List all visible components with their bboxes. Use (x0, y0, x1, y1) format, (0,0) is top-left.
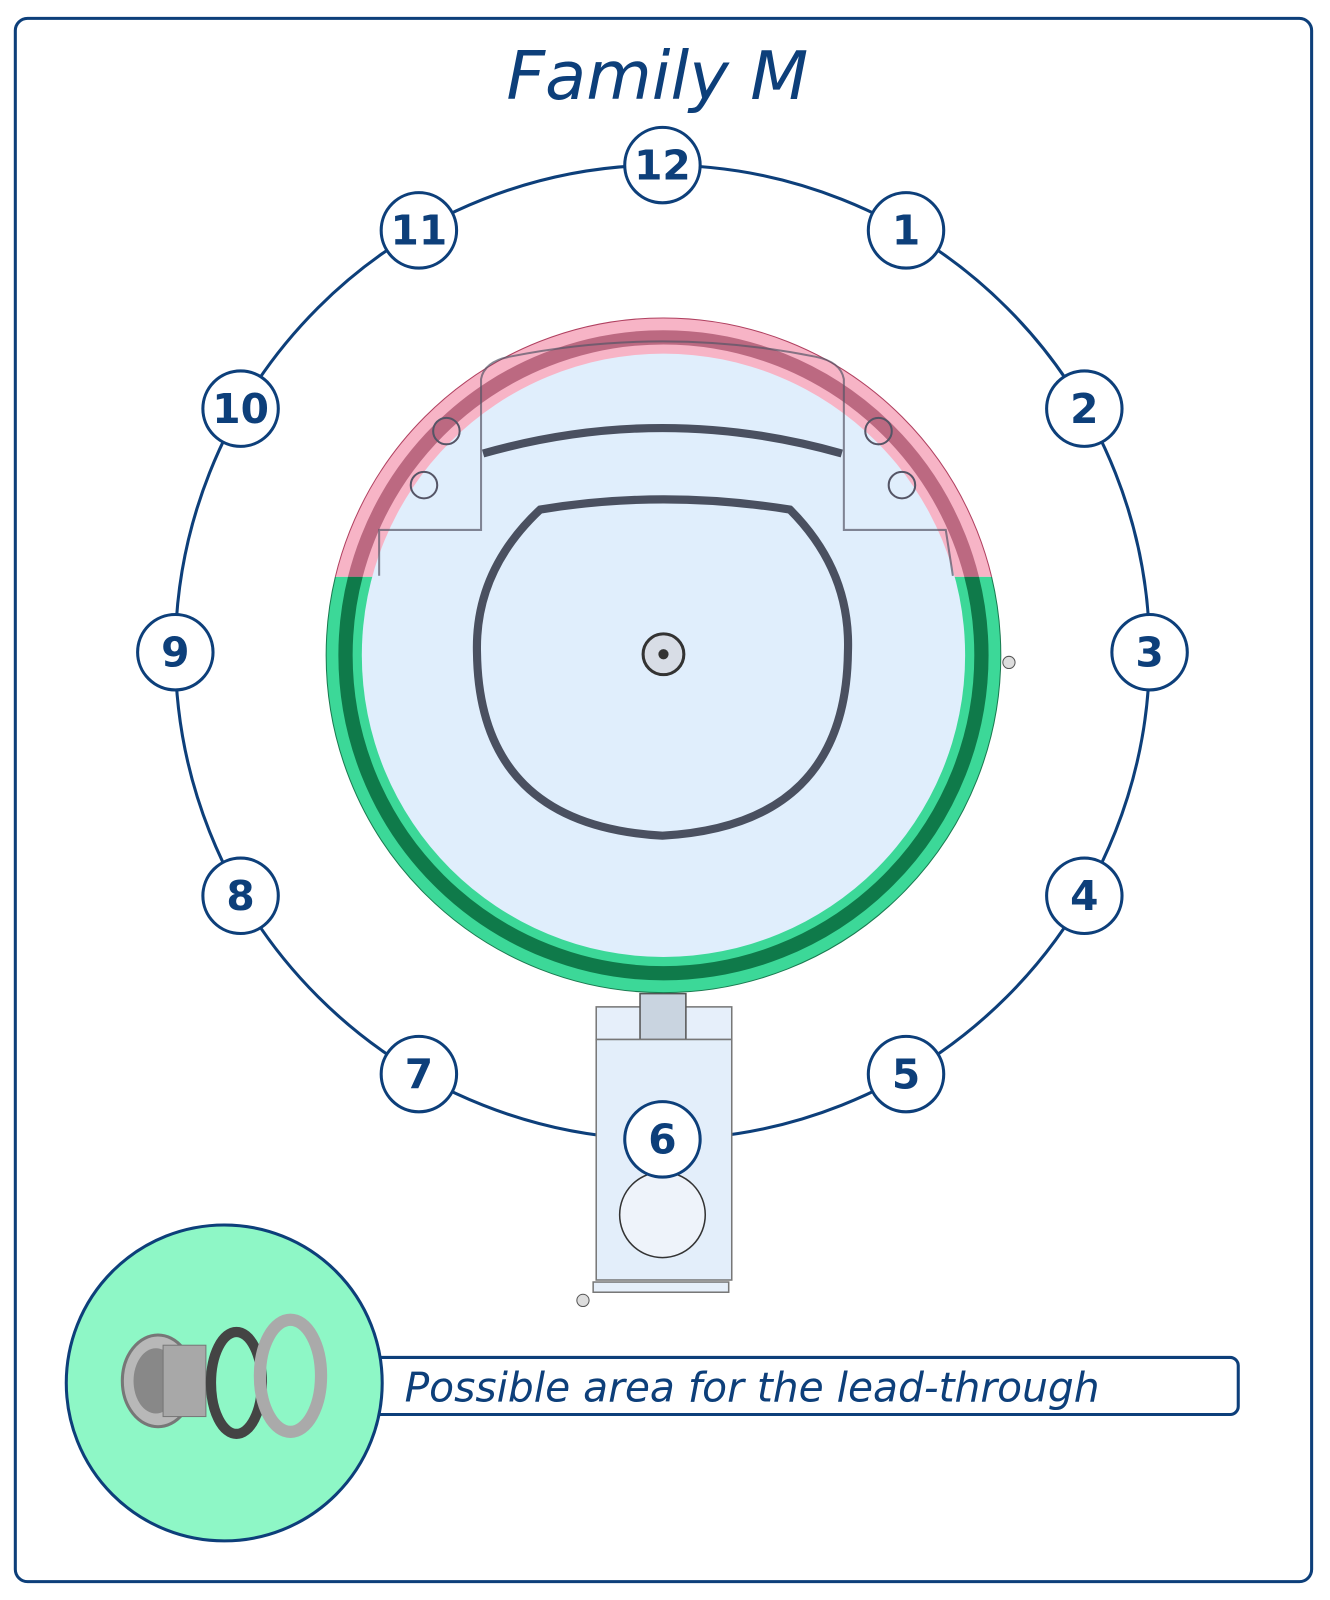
clock-position-3: 3 (1110, 612, 1189, 692)
clock-position-9: 9 (136, 612, 215, 692)
position-marker-circle (1110, 612, 1189, 692)
tank-top-view (325, 317, 1016, 994)
position-marker-circle (623, 1100, 702, 1179)
position-marker-circle (136, 612, 215, 692)
position-label: 12 (634, 141, 691, 189)
position-label: 11 (391, 207, 448, 255)
position-label: 10 (212, 385, 269, 433)
inset-circle (64, 1223, 384, 1543)
lead-through-inset: Possible area for the lead-through (64, 1223, 1240, 1543)
position-label: 8 (226, 872, 254, 920)
clock-position-6: 6 (623, 1100, 702, 1179)
clock-position-2: 2 (1045, 369, 1124, 448)
lead-through-fitting-icon (120, 1313, 328, 1439)
mounting-bracket (576, 992, 733, 1308)
caption-text: Possible area for the lead-through (405, 1363, 1100, 1411)
position-label: 5 (892, 1050, 920, 1098)
position-marker-circle (866, 1034, 946, 1114)
diagram-title: Family M (506, 37, 808, 115)
clock-position-12: 12 (623, 125, 702, 205)
position-label: 1 (892, 207, 920, 255)
position-marker-circle (379, 191, 459, 270)
clock-position-11: 11 (379, 191, 459, 270)
clock-position-10: 10 (201, 369, 280, 448)
position-label: 2 (1070, 385, 1098, 433)
position-marker-circle (201, 856, 280, 936)
position-label: 6 (648, 1116, 676, 1164)
position-label: 4 (1070, 872, 1098, 920)
clock-position-1: 1 (866, 191, 946, 270)
position-marker-circle (623, 125, 702, 205)
position-label: 3 (1135, 628, 1163, 676)
position-marker-circle (866, 191, 946, 270)
clock-position-4: 4 (1045, 856, 1124, 936)
position-marker-circle (379, 1034, 459, 1114)
position-marker-circle (1045, 856, 1124, 936)
clock-position-5: 5 (866, 1034, 946, 1114)
position-marker-circle (201, 369, 280, 448)
clock-position-8: 8 (201, 856, 280, 936)
position-marker-circle (1045, 369, 1124, 448)
position-label: 7 (405, 1050, 433, 1098)
position-label: 9 (161, 628, 189, 676)
clock-position-7: 7 (379, 1034, 459, 1114)
